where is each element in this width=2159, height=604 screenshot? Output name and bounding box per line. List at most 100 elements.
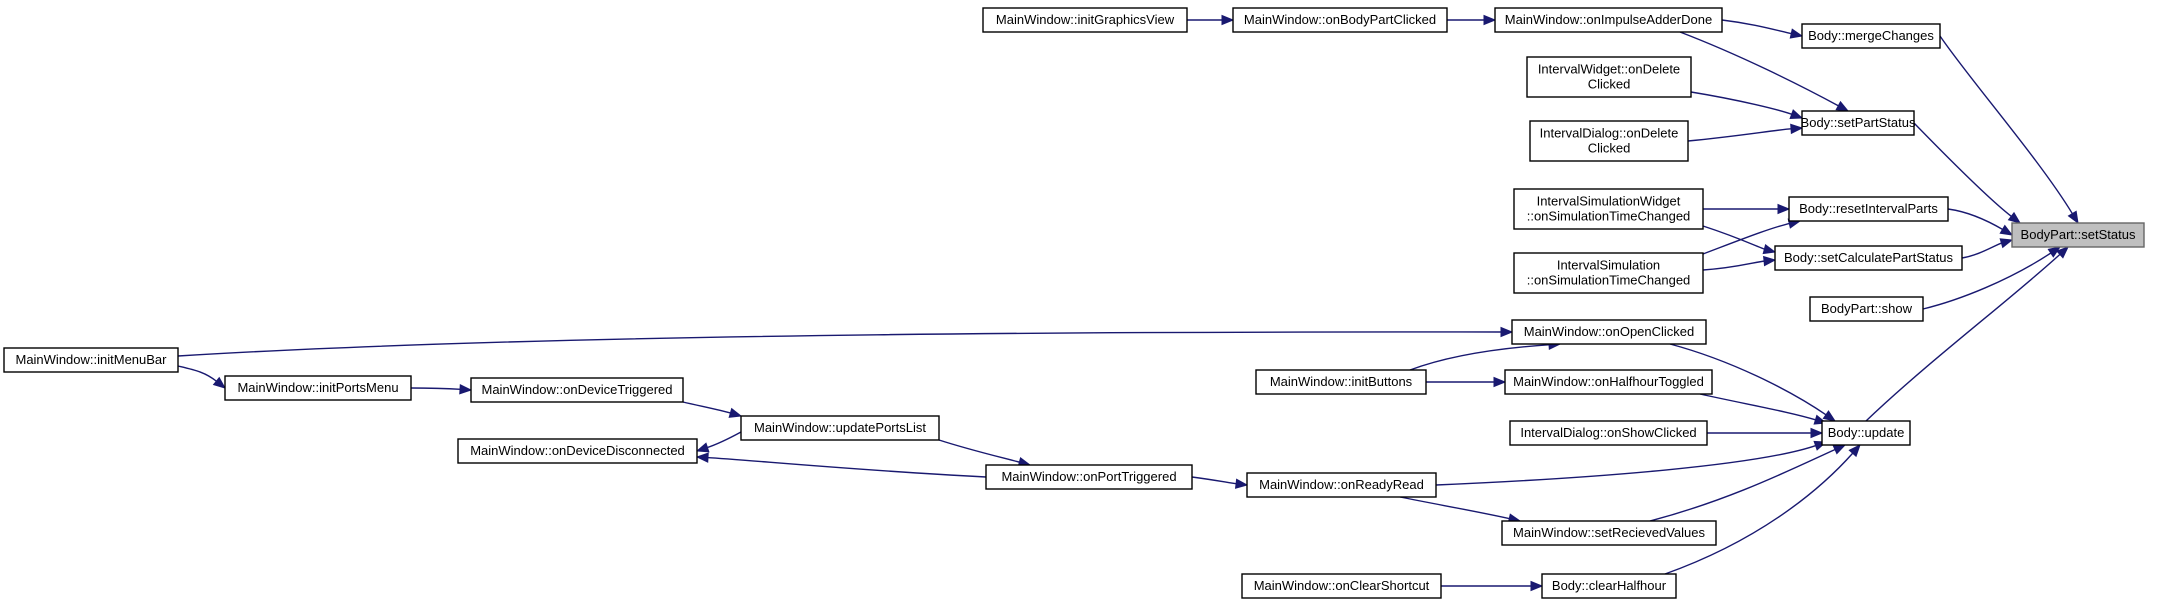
node-label: Body::setPartStatus	[1801, 115, 1916, 130]
node-label: BodyPart::show	[1821, 301, 1913, 316]
node-label: ::onSimulationTimeChanged	[1527, 209, 1691, 224]
edge-line	[1409, 343, 1551, 371]
arrow-head	[1999, 224, 2014, 236]
edge-line	[177, 331, 1503, 357]
arrow-head	[2067, 210, 2079, 225]
node-iswOnSim[interactable]: IntervalSimulationWidget::onSimulationTi…	[1513, 188, 1704, 230]
arrow-head	[1999, 238, 2014, 249]
node-show[interactable]: BodyPart::show	[1809, 296, 1924, 322]
node-box	[224, 375, 412, 401]
node-setCalculatePartStatus[interactable]: Body::setCalculatePartStatus	[1774, 245, 1963, 271]
arrow-head	[2007, 211, 2022, 224]
arrow-head	[1835, 100, 1850, 112]
node-setStatus[interactable]: BodyPart::setStatus	[2011, 222, 2145, 248]
node-idOnShowClicked[interactable]: IntervalDialog::onShowClicked	[1509, 420, 1708, 446]
node-label: MainWindow::onOpenClicked	[1524, 324, 1695, 339]
edge-line	[1669, 343, 1828, 416]
node-box	[1529, 120, 1689, 162]
arrow-head	[2055, 246, 2069, 259]
node-onDeviceDisconnected[interactable]: MainWindow::onDeviceDisconnected	[457, 438, 698, 464]
node-box	[1504, 369, 1713, 395]
node-box	[1801, 110, 1915, 136]
node-isOnSim[interactable]: IntervalSimulation::onSimulationTimeChan…	[1513, 252, 1704, 294]
node-label: MainWindow::onBodyPartClicked	[1244, 12, 1436, 27]
node-label: IntervalDialog::onDelete	[1540, 126, 1679, 141]
node-box	[740, 415, 940, 441]
edge-line	[1721, 19, 1793, 35]
arrow-head	[1762, 243, 1777, 255]
edge-line	[177, 365, 218, 383]
node-label: BodyPart::setStatus	[2021, 227, 2136, 242]
node-initGraphicsView[interactable]: MainWindow::initGraphicsView	[982, 7, 1188, 33]
edge-onClearShortcut-to-clearHalfhour	[1440, 580, 1544, 592]
arrow-head	[1221, 14, 1235, 26]
edge-onReadyRead-to-update	[1435, 440, 1828, 486]
edge-line	[1961, 242, 2003, 259]
node-box	[1246, 472, 1437, 498]
node-setPartStatus[interactable]: Body::setPartStatus	[1801, 110, 1916, 136]
node-onDeviceTriggered[interactable]: MainWindow::onDeviceTriggered	[470, 377, 684, 403]
edge-idOnDelete-to-setPartStatus	[1687, 123, 1804, 142]
node-mergeChanges[interactable]: Body::mergeChanges	[1801, 23, 1941, 49]
node-setRecievedValues[interactable]: MainWindow::setRecievedValues	[1501, 520, 1717, 546]
node-onPortTriggered[interactable]: MainWindow::onPortTriggered	[985, 464, 1193, 490]
node-label: MainWindow::initButtons	[1270, 374, 1413, 389]
node-box	[3, 347, 179, 373]
edge-line	[1922, 251, 2053, 310]
edge-iwOnDelete-to-setPartStatus	[1690, 91, 1804, 119]
node-updatePortsList[interactable]: MainWindow::updatePortsList	[740, 415, 940, 441]
edge-onDeviceTriggered-to-updatePortsList	[682, 401, 743, 418]
edge-setRecievedValues-to-update	[1649, 444, 1847, 522]
node-label: Body::mergeChanges	[1808, 28, 1934, 43]
node-label: Body::resetIntervalParts	[1799, 201, 1938, 216]
node-resetIntervalParts[interactable]: Body::resetIntervalParts	[1788, 196, 1949, 222]
node-initPortsMenu[interactable]: MainWindow::initPortsMenu	[224, 375, 412, 401]
node-label: Clicked	[1588, 141, 1631, 156]
arrow-head	[1822, 410, 1837, 422]
edge-line	[1435, 444, 1817, 486]
arrow-head	[1530, 580, 1544, 592]
edge-onReadyRead-to-setRecievedValues	[1399, 496, 1522, 524]
edge-line	[1690, 91, 1793, 116]
edge-line	[1664, 452, 1854, 575]
edge-onOpenClicked-to-update	[1669, 343, 1837, 422]
node-onBodyPartClicked[interactable]: MainWindow::onBodyPartClicked	[1232, 7, 1448, 33]
edge-line	[410, 387, 462, 391]
edge-iswOnSim-to-resetIntervalParts	[1703, 203, 1791, 215]
edge-line	[682, 401, 732, 414]
node-initMenuBar[interactable]: MainWindow::initMenuBar	[3, 347, 179, 373]
node-box	[470, 377, 684, 403]
edge-onBodyPartClicked-to-onImpulseAdderDone	[1447, 14, 1497, 26]
node-onImpulseAdderDone[interactable]: MainWindow::onImpulseAdderDone	[1494, 7, 1723, 33]
node-label: MainWindow::onDeviceDisconnected	[470, 443, 685, 458]
edge-initButtons-to-onOpenClicked	[1409, 339, 1562, 371]
node-onHalfhourToggled[interactable]: MainWindow::onHalfhourToggled	[1504, 369, 1713, 395]
arrow-head	[1493, 376, 1507, 388]
arrow-head	[1848, 444, 1861, 458]
node-label: IntervalWidget::onDelete	[1538, 62, 1680, 77]
node-box	[1494, 7, 1723, 33]
edge-line	[1913, 122, 2013, 218]
node-box	[1788, 196, 1949, 222]
edge-idOnShowClicked-to-update	[1706, 427, 1824, 439]
node-onOpenClicked[interactable]: MainWindow::onOpenClicked	[1511, 319, 1707, 345]
node-onReadyRead[interactable]: MainWindow::onReadyRead	[1246, 472, 1437, 498]
node-update[interactable]: Body::update	[1821, 420, 1911, 446]
arrow-head	[1832, 444, 1847, 455]
edge-onImpulseAdderDone-to-mergeChanges	[1721, 19, 1804, 39]
edge-mergeChanges-to-setStatus	[1939, 35, 2079, 225]
node-label: Clicked	[1588, 77, 1631, 92]
node-box	[1513, 252, 1704, 294]
node-box	[1232, 7, 1448, 33]
edge-line	[1702, 222, 1791, 255]
edge-initMenuBar-to-initPortsMenu	[177, 365, 227, 389]
arrow-head	[695, 442, 710, 453]
edge-onHalfhourToggled-to-update	[1699, 393, 1828, 425]
node-clearHalfhour[interactable]: Body::clearHalfhour	[1541, 573, 1677, 599]
node-initButtons[interactable]: MainWindow::initButtons	[1255, 369, 1427, 395]
node-label: Body::setCalculatePartStatus	[1784, 250, 1954, 265]
arrow-head	[1777, 203, 1791, 215]
node-onClearShortcut[interactable]: MainWindow::onClearShortcut	[1241, 573, 1442, 599]
